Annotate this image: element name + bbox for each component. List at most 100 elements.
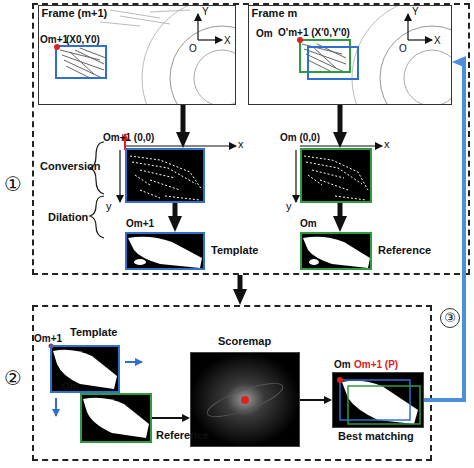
debris — [100, 10, 190, 26]
reference-image: Reference — [80, 393, 152, 443]
dashed-panel: ②TemplateReferenceScoremapBest matching — [32, 305, 432, 461]
speckles — [304, 156, 368, 200]
annotation-label: Y — [412, 6, 419, 17]
binary-image — [125, 232, 205, 270]
annotation-label: X — [224, 35, 231, 46]
converted-image: Om (0,0) — [300, 148, 372, 203]
annotation-label: x — [384, 138, 390, 150]
flow-arrow — [173, 203, 178, 222]
score-ridge — [204, 377, 286, 423]
result-image: Best matching — [332, 372, 424, 428]
flow-arrow — [238, 275, 243, 295]
axis — [197, 14, 198, 40]
node-title: Best matching — [338, 430, 414, 442]
node-title: Reference — [378, 244, 431, 256]
blob — [309, 259, 319, 265]
flow-arrow — [424, 62, 464, 400]
binary-image — [300, 232, 372, 270]
axis — [198, 39, 222, 40]
arc — [170, 26, 236, 105]
node-title: Frame m — [252, 7, 298, 19]
node-title: ① — [4, 173, 22, 195]
annotation-label: Om+1 — [34, 333, 62, 344]
binary-image — [125, 148, 205, 203]
speckles — [130, 156, 202, 200]
match-dot — [337, 377, 343, 383]
template-image: Template — [50, 345, 120, 393]
binary-image — [80, 393, 152, 443]
annotation-label: X — [434, 35, 441, 46]
shift-arrow — [125, 361, 142, 363]
flow-arrow — [181, 105, 186, 138]
binary-image — [50, 345, 120, 393]
shift-arrow — [55, 398, 57, 416]
annotation-label: Conversion — [40, 160, 101, 172]
node-title: Frame (m+1) — [42, 7, 108, 19]
annotation-label: Om — [300, 218, 317, 229]
blob — [128, 237, 202, 268]
axis — [125, 145, 236, 146]
frame-sketch — [38, 5, 236, 105]
annotation-label: Y — [202, 6, 209, 17]
arc — [380, 26, 452, 105]
template-image: Template — [125, 232, 205, 270]
annotation-label: Om — [334, 359, 351, 370]
node-title: Om (0,0) — [280, 132, 320, 143]
node-title: Om+1 (0,0) — [103, 132, 154, 143]
axis — [295, 150, 296, 202]
flow-arrow — [300, 399, 328, 401]
annotation-label: y — [106, 200, 112, 212]
annotation-label: O'm+1 (X'0,Y'0) — [278, 27, 350, 38]
reference-image: Reference — [300, 232, 372, 270]
blob — [134, 259, 146, 265]
arc — [142, 5, 236, 105]
brace — [90, 196, 104, 238]
node-title: Template — [70, 326, 117, 338]
annotation-label: Om+1 (P) — [354, 359, 398, 370]
annotation-label: x — [238, 138, 244, 150]
annotation-label: Om — [256, 28, 273, 39]
frame-sketch — [248, 5, 452, 105]
flow-arrow — [338, 203, 343, 222]
frame-image: Frame (m+1) — [38, 5, 236, 105]
flow-arrow — [152, 417, 186, 419]
blob — [303, 237, 370, 268]
blue-window — [308, 47, 358, 79]
annotation-label: Om+1 — [40, 34, 68, 45]
frame-image: Frame m — [248, 5, 452, 105]
annotation-label: Dilation — [48, 211, 88, 223]
annotation-label: y — [286, 200, 292, 212]
axis — [300, 145, 382, 146]
arc — [194, 50, 236, 105]
annotation-label: Om+1 — [126, 218, 154, 229]
peak-dot — [241, 396, 249, 404]
frame-bg — [248, 5, 452, 105]
scoremap-image: Scoremap — [190, 352, 300, 447]
node-title: Reference — [156, 429, 209, 441]
binary-image — [300, 148, 372, 203]
blob — [342, 381, 418, 424]
arc — [352, 5, 452, 105]
debris — [60, 48, 106, 78]
converted-image: Om+1 (0,0) — [125, 148, 205, 203]
axis — [119, 150, 120, 202]
annotation-label: O — [399, 43, 407, 54]
step-number: ③ — [440, 308, 460, 328]
axis — [407, 14, 408, 40]
arc — [404, 50, 452, 105]
annotation-label: O — [189, 43, 197, 54]
blue-window — [56, 46, 106, 78]
green-window — [348, 386, 420, 424]
blob — [83, 398, 149, 438]
binary-image — [332, 372, 424, 428]
axis — [408, 39, 432, 40]
node-title: Template — [211, 244, 258, 256]
annotation-label: Om — [62, 381, 79, 392]
annotation-label: (X0,Y0) — [66, 34, 100, 45]
node-title: Scoremap — [218, 335, 271, 347]
flow-arrow — [338, 105, 343, 138]
